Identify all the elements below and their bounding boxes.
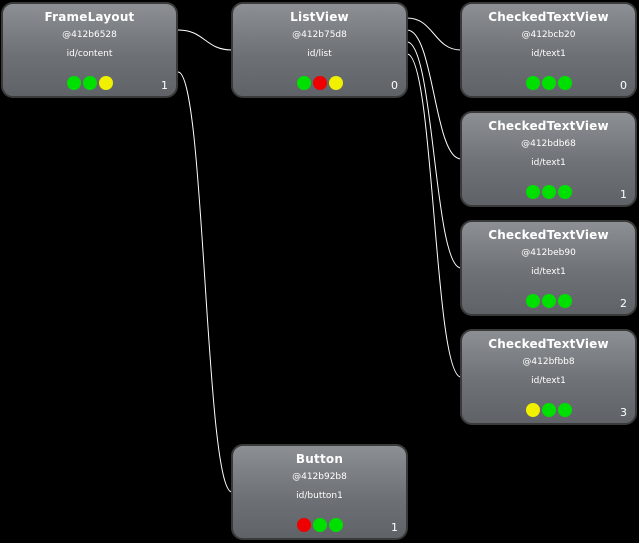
- status-light-green: [312, 518, 327, 532]
- node-class-name: ListView: [290, 10, 349, 24]
- node-view-id: id/button1: [296, 491, 343, 501]
- node-hash: @412b75d8: [292, 30, 347, 40]
- status-light-red: [296, 518, 311, 532]
- status-light-green: [328, 518, 343, 532]
- status-light-green: [557, 185, 572, 199]
- node-hash: @412b92b8: [292, 472, 347, 482]
- node-class-name: CheckedTextView: [488, 10, 609, 24]
- status-lights: [233, 518, 406, 532]
- node-index: 1: [161, 79, 168, 92]
- node-hash: @412bcb20: [521, 30, 576, 40]
- node-view-id: id/text1: [531, 49, 566, 59]
- status-lights: [3, 76, 176, 90]
- edge-listview-checkedtextview-0: [406, 17, 462, 51]
- node-index: 1: [620, 188, 627, 201]
- edge-framelayout-button: [177, 71, 233, 493]
- status-lights: [462, 294, 635, 308]
- status-light-green: [525, 185, 540, 199]
- status-lights: [233, 76, 406, 90]
- status-light-green: [557, 294, 572, 308]
- status-light-green: [541, 294, 556, 308]
- edge-listview-checkedtextview-2: [406, 41, 462, 269]
- node-class-name: Button: [295, 452, 344, 466]
- status-light-yellow: [98, 76, 113, 90]
- edge-listview-checkedtextview-3: [406, 53, 462, 378]
- status-light-green: [541, 76, 556, 90]
- node-view-id: id/text1: [531, 376, 566, 386]
- status-light-yellow: [328, 76, 343, 90]
- edge-listview-checkedtextview-1: [406, 29, 462, 160]
- node-class-name: FrameLayout: [44, 10, 135, 24]
- node-index: 3: [620, 406, 627, 419]
- status-lights: [462, 403, 635, 417]
- status-light-green: [525, 294, 540, 308]
- node-view-id: id/text1: [531, 158, 566, 168]
- edge-framelayout-listview: [177, 29, 233, 51]
- status-light-green: [525, 76, 540, 90]
- node-checkedtextview-0[interactable]: CheckedTextView @412bcb20 id/text1 0: [460, 2, 637, 98]
- node-index: 0: [391, 79, 398, 92]
- status-lights: [462, 185, 635, 199]
- status-light-green: [557, 403, 572, 417]
- status-light-red: [312, 76, 327, 90]
- node-hash: @412bdb68: [521, 139, 576, 149]
- node-view-id: id/list: [307, 49, 332, 59]
- node-checkedtextview-3[interactable]: CheckedTextView @412bfbb8 id/text1 3: [460, 329, 637, 425]
- status-light-green: [296, 76, 311, 90]
- status-light-yellow: [525, 403, 540, 417]
- node-listview[interactable]: ListView @412b75d8 id/list 0: [231, 2, 408, 98]
- node-framelayout[interactable]: FrameLayout @412b6528 id/content 1: [1, 2, 178, 98]
- node-index: 1: [391, 521, 398, 534]
- node-checkedtextview-1[interactable]: CheckedTextView @412bdb68 id/text1 1: [460, 111, 637, 207]
- node-index: 0: [620, 79, 627, 92]
- node-view-id: id/content: [66, 49, 113, 59]
- status-light-green: [82, 76, 97, 90]
- status-light-green: [66, 76, 81, 90]
- node-view-id: id/text1: [531, 267, 566, 277]
- node-hash: @412bfbb8: [522, 357, 575, 367]
- node-hash: @412b6528: [62, 30, 117, 40]
- node-class-name: CheckedTextView: [488, 119, 609, 133]
- status-lights: [462, 76, 635, 90]
- node-class-name: CheckedTextView: [488, 337, 609, 351]
- status-light-green: [557, 76, 572, 90]
- node-hash: @412beb90: [521, 248, 576, 258]
- status-light-green: [541, 185, 556, 199]
- node-checkedtextview-2[interactable]: CheckedTextView @412beb90 id/text1 2: [460, 220, 637, 316]
- node-index: 2: [620, 297, 627, 310]
- status-light-green: [541, 403, 556, 417]
- node-button[interactable]: Button @412b92b8 id/button1 1: [231, 444, 408, 540]
- node-class-name: CheckedTextView: [488, 228, 609, 242]
